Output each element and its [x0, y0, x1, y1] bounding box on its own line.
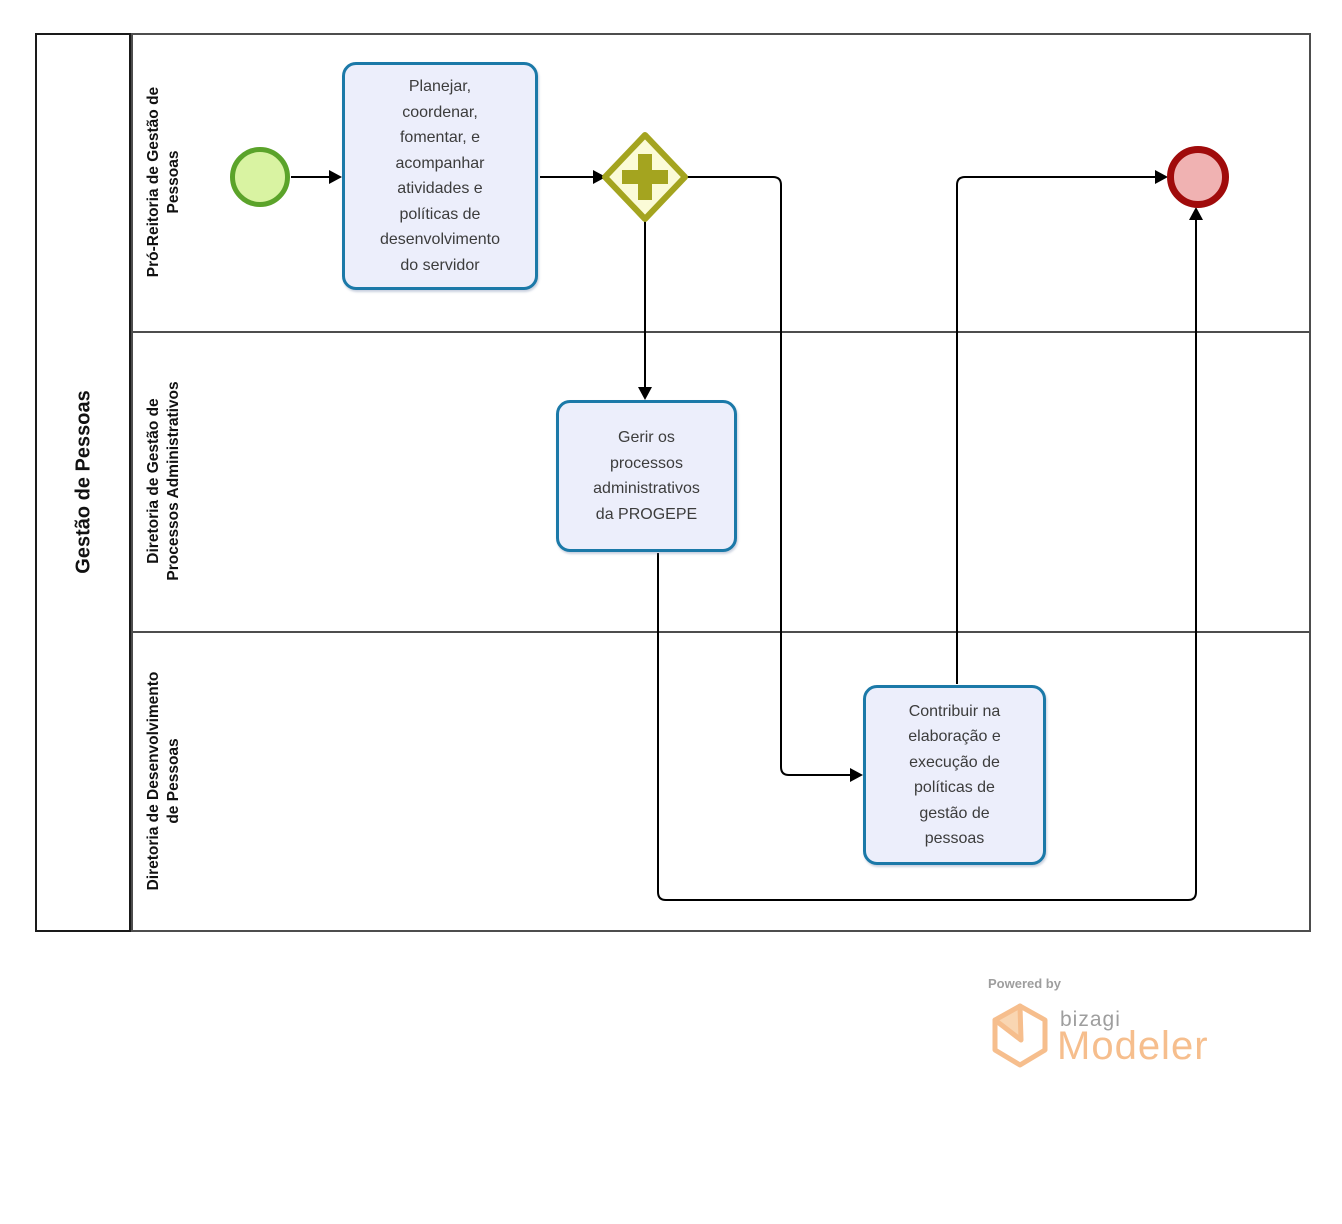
- start-event: [230, 147, 290, 207]
- parallel-gateway: [602, 132, 688, 222]
- arrowhead-into-gateway: [593, 170, 606, 184]
- task-planejar: Planejar, coordenar, fomentar, e acompan…: [342, 62, 538, 290]
- bizagi-wordmark: bizagi: [1060, 1008, 1121, 1031]
- lane-divider-2: [131, 631, 1311, 633]
- flow-gerir-to-end: [657, 220, 1197, 901]
- lane-divider-1: [131, 331, 1311, 333]
- flow-contribuir-to-end: [956, 176, 1155, 684]
- flow-gateway-to-contribuir: [687, 176, 851, 776]
- arrowhead-into-gerir: [638, 387, 652, 400]
- powered-by-text: Powered by: [988, 976, 1061, 991]
- arrowhead-into-contribuir: [850, 768, 863, 782]
- bizagi-hexagon-icon: [992, 1003, 1048, 1068]
- arrowhead-into-end-bottom: [1189, 207, 1203, 220]
- arrowhead-into-planejar: [329, 170, 342, 184]
- task-gerir: Gerir os processos administrativos da PR…: [556, 400, 737, 552]
- plus-icon: [622, 154, 668, 200]
- modeler-wordmark: Modeler: [1057, 1024, 1209, 1068]
- pool-gestao-de-pessoas: [35, 33, 131, 932]
- task-contribuir: Contribuir na elaboração e execução de p…: [863, 685, 1046, 865]
- arrowhead-into-end-left: [1155, 170, 1168, 184]
- end-event: [1167, 146, 1229, 208]
